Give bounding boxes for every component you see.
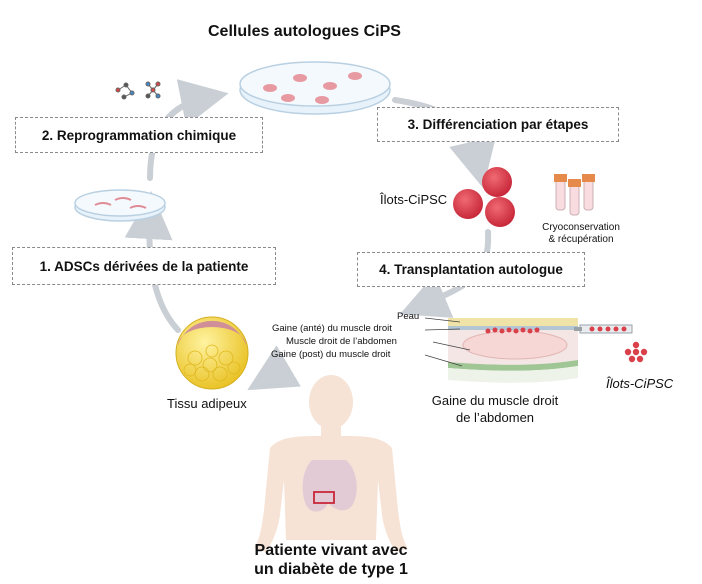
step-3-box: 3. Différenciation par étapes (377, 107, 619, 142)
diagram-title: Cellules autologues CiPS (208, 23, 401, 40)
islet-cluster (453, 167, 515, 227)
petri-dish-adscs (74, 189, 166, 222)
petri-dish-cips (239, 61, 391, 115)
islets-label: Îlots-CiPSC (380, 192, 448, 207)
islets-label-right: Îlots-CiPSC (606, 376, 674, 391)
cryo-label-line2: & récupération (548, 234, 614, 245)
step-1-label: 1. ADSCs dérivées de la patiente (39, 258, 249, 274)
patient-body (254, 375, 408, 552)
adipose-tissue (175, 316, 249, 390)
patient-label-line1: Patiente vivant avec (254, 542, 408, 559)
step-2-label: 2. Reprogrammation chimique (41, 127, 237, 143)
cryo-tubes (554, 174, 595, 216)
islet-cluster-small (624, 341, 648, 363)
step-1-box: 1. ADSCs dérivées de la patiente (12, 247, 276, 285)
cryo-label-line1: Cryoconservation (542, 222, 620, 233)
sheath-label-line2: de l’abdomen (455, 410, 535, 425)
step-2-box: 2. Reprogrammation chimique (15, 117, 263, 153)
layer-label-muscle: Muscle droit de l’abdomen (286, 336, 397, 347)
layer-label-peau: Peau (397, 311, 420, 322)
sheath-label-line1: Gaine du muscle droit (431, 393, 559, 408)
layer-label-gaine-ante: Gaine (anté) du muscle droit (272, 323, 392, 334)
step-3-label: 3. Différenciation par étapes (407, 117, 589, 132)
step-4-label: 4. Transplantation autologue (379, 262, 563, 277)
layer-label-gaine-post: Gaine (post) du muscle droit (271, 349, 391, 360)
step-4-box: 4. Transplantation autologue (357, 252, 585, 287)
arrow-body-to-fat (247, 345, 301, 391)
abdominal-cross-section (424, 317, 633, 383)
patient-label-line2: un diabète de type 1 (254, 561, 408, 578)
molecule-icons (115, 81, 161, 100)
adipose-tissue-label: Tissu adipeux (167, 396, 247, 411)
